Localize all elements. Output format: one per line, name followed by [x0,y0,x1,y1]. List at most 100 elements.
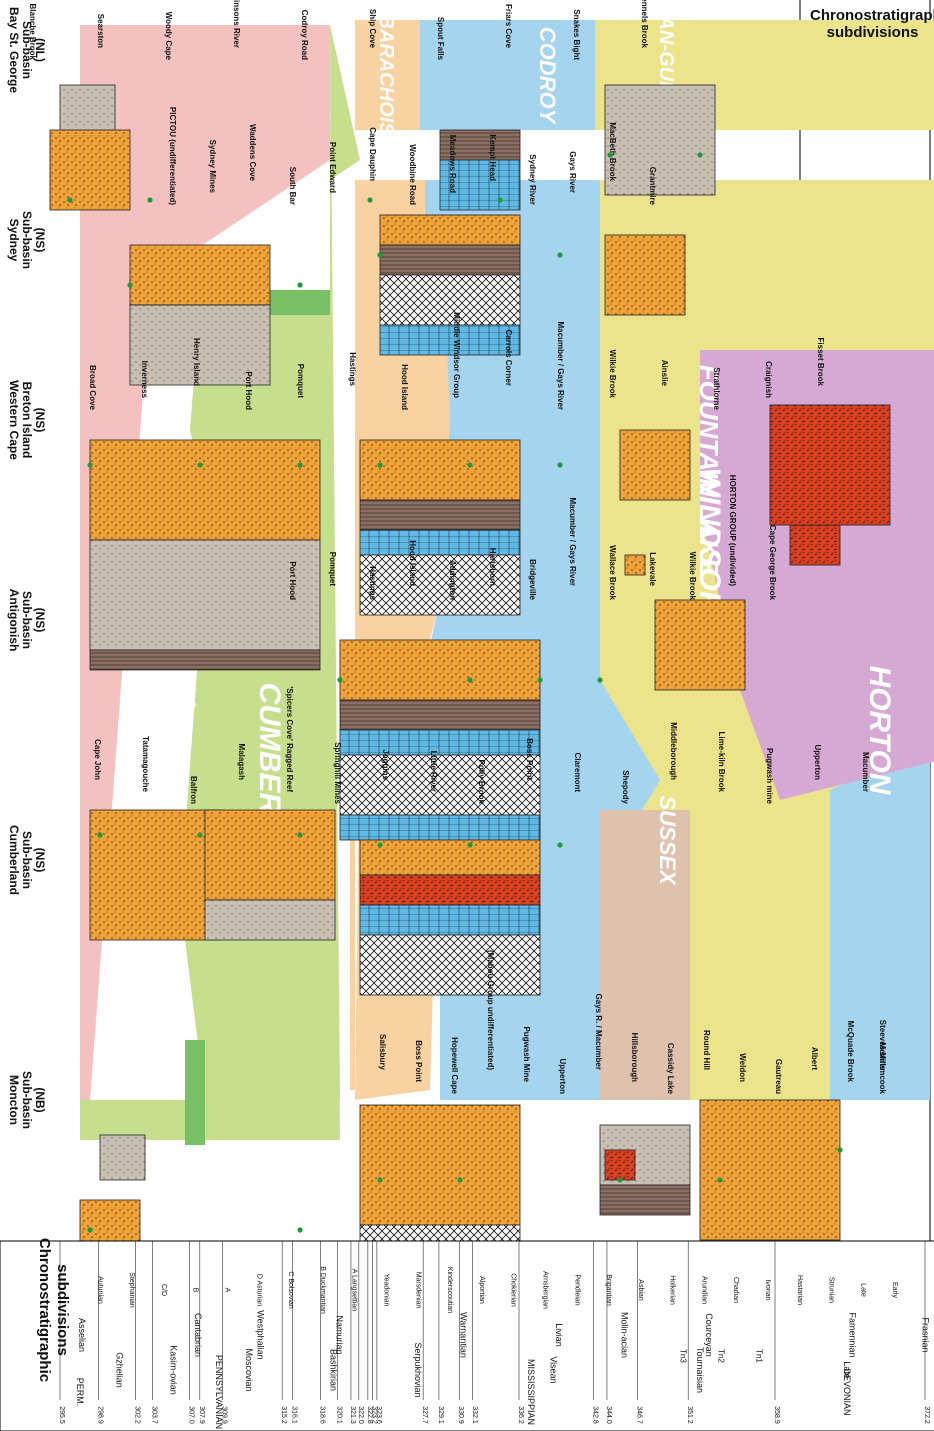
bsg-woodycape-unit [439,129,521,161]
morien-group-area-a [185,1040,205,1145]
european-stage-label: Namurian [334,1315,344,1354]
sample-dot [457,1177,463,1183]
sample-dot [467,842,473,848]
age-label: 321.3 [349,1406,356,1424]
cumberland-mabou-unit [359,874,541,906]
antigonish-formation-label: HORTON GROUP (undivided) [728,475,737,587]
wcb-pomquet-unit [359,499,521,531]
sussex-group-label: SUSSEX [655,795,680,886]
sydney-pointedward-unit [379,324,521,356]
wcb-formation-label: Ainslie [660,360,669,387]
sample-dot [87,1227,93,1233]
european-stage-label: Cantabrian [193,1313,203,1357]
sample-dot [717,1177,723,1183]
regional-stage-label: D Asturian [255,1274,262,1306]
moncton-formation-label: McQuade Brook [846,1021,855,1083]
sydney-formation-label: Sydney River [528,154,537,205]
wcb-broadcove-unit [89,649,321,671]
column-header-line: (NL) [33,38,47,62]
series-label: Serpukhovian [413,1342,423,1397]
sample-dot [557,252,563,258]
antigonish-formation-label: Pomquet [328,552,337,587]
regional-stage-label: Brigantian [605,1274,612,1306]
regional-stage-label: Marsdenian [414,1272,421,1309]
bsg-formation-label: Searston [96,14,105,48]
regional-stage-label: Alportian [478,1276,485,1304]
column-header-line: Cumberland [7,825,21,895]
moncton-formation-label: Hopewell Cape [450,1037,459,1094]
codroy-group-label: CODROY [535,27,560,126]
sydney-pointedward-unit [379,274,521,326]
moncton-formation-label: Memramcook [878,1042,887,1094]
antigonish-formation-label: Addington [448,560,457,600]
sydney-pointedward-unit [379,244,521,276]
cumberland-mabou-unit [359,904,541,936]
sample-dot [197,462,203,468]
wcb-formation-label: Henry Island [192,338,201,386]
antigonish-pomquet-unit [339,814,541,841]
sample-dot [607,152,613,158]
moncton-formation-label: Pugwash Mine [522,1026,531,1082]
cumberland-formation-label: Little River [429,751,438,792]
wcb-broadcove-unit [89,539,321,651]
cumberland-formation-label: Claremont [573,752,582,792]
cumberland-formation-label: 'Spicers Cove' Ragged Reef [285,686,294,792]
age-label: 358.9 [773,1406,780,1424]
column-header-line: Sub-basin [20,1071,34,1129]
moncton-formation-label: Cassidy Lake [666,1043,675,1095]
antigonish-pomquet-unit [339,699,541,731]
moncton-formation-label: Hillsborough [630,1033,639,1082]
column-header-line: (NB) [33,1087,47,1112]
cumberland-malagash-unit [204,899,336,941]
system-label: MISSISSIPPIAN [526,1359,536,1425]
moncton-formation-label: Boss Point [414,1040,423,1082]
series-label: Kasim-ovian [169,1345,179,1395]
column-header-line: Sub-basin [20,211,34,269]
cumberland-formation-label: Malagash [237,744,246,781]
cumberland-formation-label: Boss Point [525,738,534,780]
series-label: Bashkirian [329,1349,339,1391]
antigonish-formation-label: Hastings [368,566,377,600]
wcb-formation-label: Carrols Corner [504,330,513,386]
column-header-line: Antigonish [7,589,21,652]
sample-dot [367,197,373,203]
series-label: Moscovian [244,1348,254,1391]
bsg-formation-label: Kennels Brook [640,0,649,49]
wcb-formation-label: Inverness [140,361,149,399]
fountain-lake-group-label: FOUNTAIN LAKE [694,365,724,576]
regional-stage-label: A Langsettian [351,1269,358,1312]
regional-stage-label: Autunian [96,1276,103,1304]
sample-dot [297,1227,303,1233]
regional-stage-label: Holkerian [669,1275,676,1305]
sample-dot [297,282,303,288]
column-header-line: (NS) [33,848,47,873]
sample-dot [377,842,383,848]
regional-stage-label: Yeadonian [382,1274,389,1307]
age-label: 323.2 [370,1406,377,1424]
bsg-formation-label: Spout Falls [436,17,445,61]
windsor-group-label: WINDSOR [693,468,726,613]
age-label: 320.1 [335,1406,342,1424]
antigonish-formation-label: Port Hood [288,561,297,600]
moncton-formation-label: (Mabou Group undifferentiated) [486,950,495,1070]
bsg-formation-label: Robinsons River [232,0,241,48]
sample-dot [557,462,563,468]
column-header-line: Sydney [7,219,21,262]
cumberland-formation-label: Shepody [621,770,630,804]
system-label: PENNSYLVANIAN [214,1355,224,1429]
chrono-title: Chronostratigraphic subdivisions [810,7,934,41]
sydney-formation-label: MacBeth Brook [608,122,617,181]
wcb-formation-label: Hood Island [400,364,409,410]
antigonish-pomquet-unit [339,754,541,816]
antigonish-formation-label: Hartshorn [488,548,497,586]
bsg-formation-label: Codroy Road [300,10,309,60]
regional-stage-label: Hastarian [796,1275,803,1305]
cumberland-malagash-unit [204,809,336,901]
wcb-pomquet-unit [359,439,521,501]
series-label: Tournaisian [695,1347,705,1393]
regional-stage-label: Pendleian [573,1274,580,1305]
wcb-formation-label: Strathlorne [712,367,721,410]
chrono-title-line: subdivisions [54,1264,71,1356]
